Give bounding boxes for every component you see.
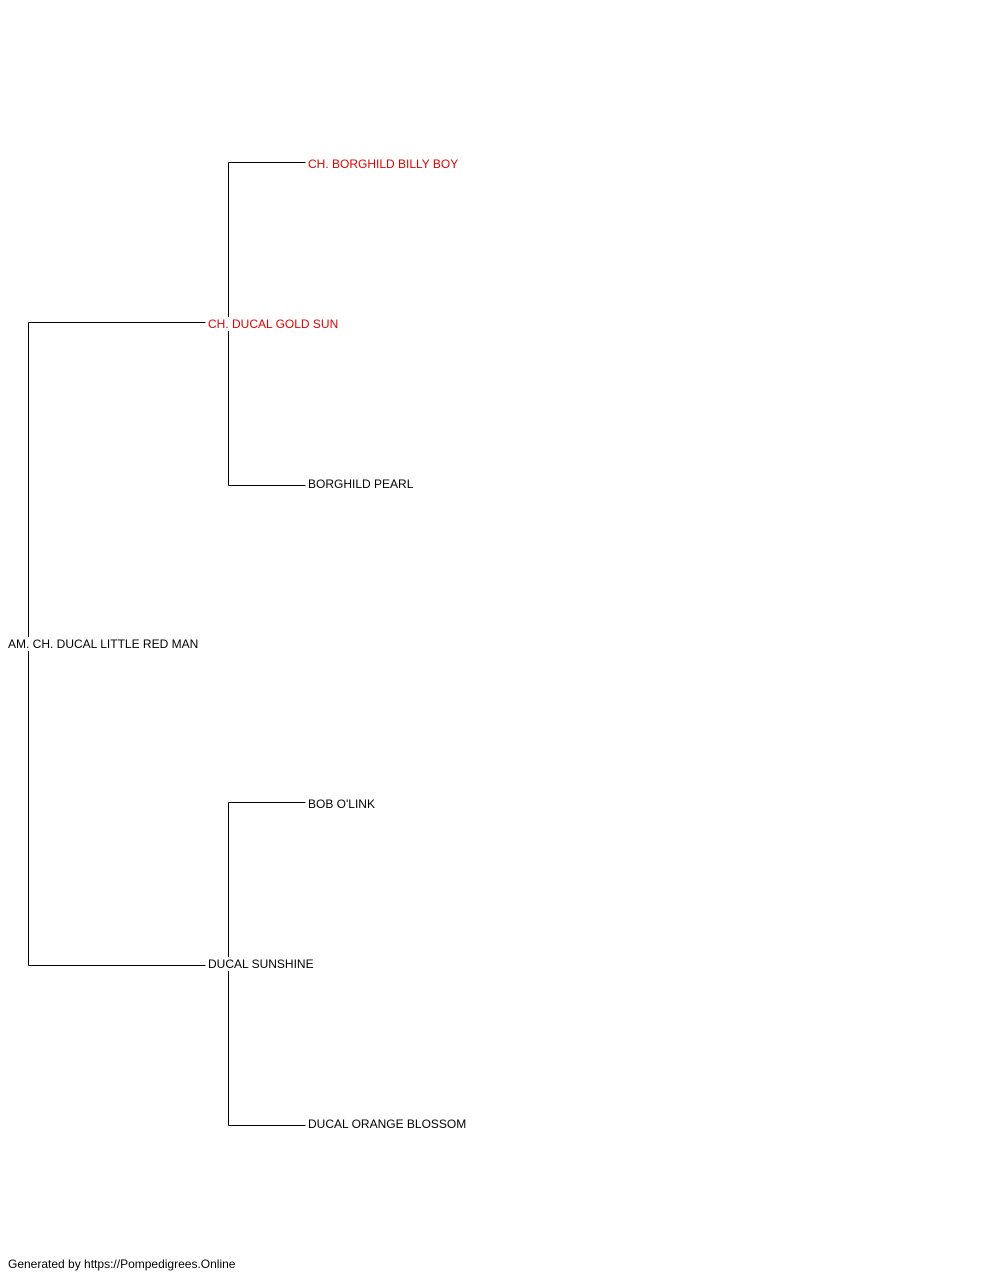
generated-by-footer: Generated by https://Pompedigrees.Online — [8, 1257, 236, 1271]
dam-name: DUCAL SUNSHINE — [208, 957, 314, 971]
root-dog-name: AM. CH. DUCAL LITTLE RED MAN — [8, 637, 199, 651]
sire-sire-name: CH. BORGHILD BILLY BOY — [308, 157, 459, 171]
sire-name: CH. DUCAL GOLD SUN — [208, 317, 339, 331]
dam-dam-name: DUCAL ORANGE BLOSSOM — [308, 1117, 467, 1131]
sire-dam-name: BORGHILD PEARL — [308, 477, 414, 491]
dam-sire-name: BOB O'LINK — [308, 797, 375, 811]
